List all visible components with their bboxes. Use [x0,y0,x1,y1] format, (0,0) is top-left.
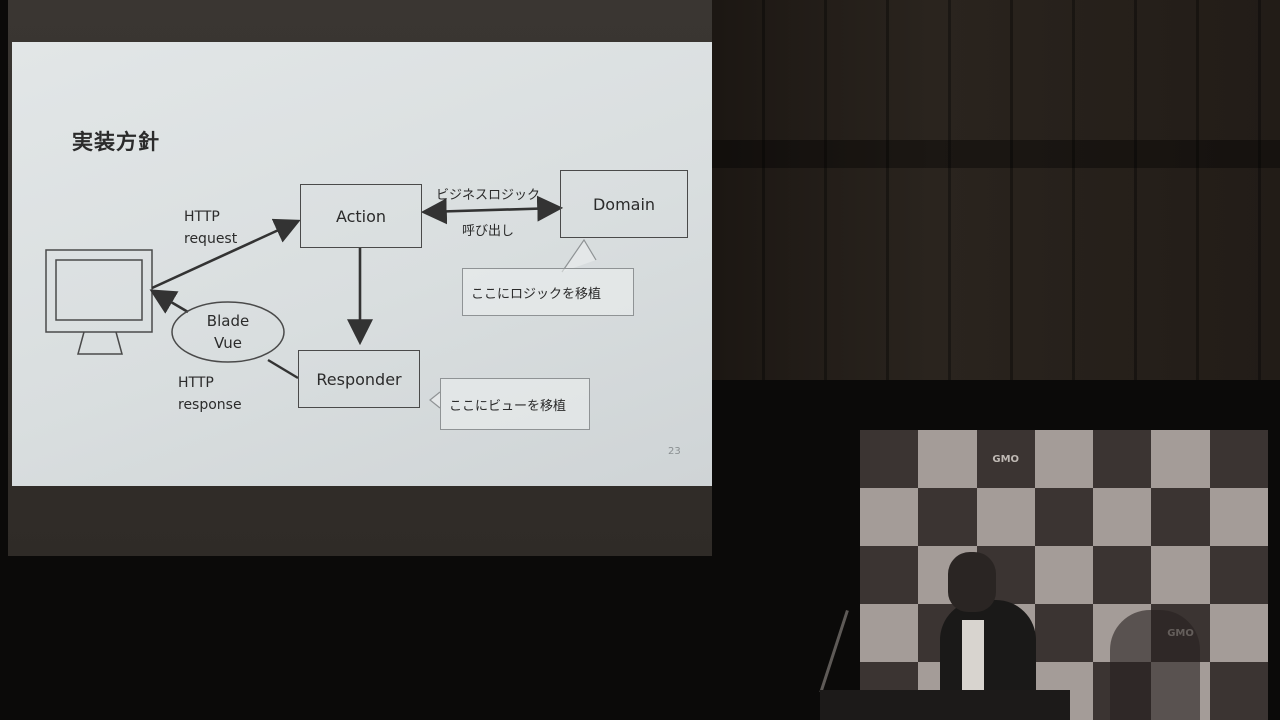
backdrop-tile [1093,430,1152,488]
view-note-text: ここにビューを移植 [449,398,567,414]
view-note: ここにビューを移植 [440,378,590,430]
speaker-shirt [962,620,984,700]
backdrop-tile [1034,430,1094,488]
backdrop-tile [1209,488,1268,546]
wall-band [700,140,1280,168]
arrow-action-domain [420,195,564,225]
backdrop-tile [860,430,919,488]
backdrop-tile [1093,488,1152,546]
backdrop-tile [860,604,919,662]
backdrop-tile [1209,546,1268,604]
backdrop-tile [860,546,919,604]
http-request-line2: request [184,231,238,247]
http-response-line2: response [178,397,242,413]
business-logic-line1: ビジネスロジック [436,188,541,203]
line-responder-to-blade [267,358,299,380]
backdrop-tile [1034,604,1094,662]
architecture-diagram [45,195,597,409]
logic-note-text: ここにロジックを移植 [471,286,602,302]
blade-vue-ellipse [171,301,285,363]
logic-note-tail [561,238,597,273]
audience-silhouette [1110,610,1200,720]
domain-box: Domain [560,170,688,238]
backdrop-tile [1093,546,1152,604]
monitor-icon [45,249,153,355]
podium [820,690,1070,720]
domain-label: Domain [592,194,656,214]
slide-page-number: 23 [668,446,681,457]
business-logic-line2: 呼び出し [462,224,515,239]
microphone-stand [819,610,849,693]
action-label: Action [335,206,387,226]
action-box: Action [300,184,422,248]
backdrop-tile [1151,488,1210,546]
back-wall [700,0,1280,380]
http-response-label: HTTP response [178,372,242,416]
slide-title: 実装方針 [72,130,160,154]
backdrop-tile [1151,546,1210,604]
arrow-monitor-to-action [151,218,301,290]
backdrop-tile [976,488,1035,546]
backdrop-tile [1209,662,1268,720]
speaker-head [948,552,996,612]
responder-box: Responder [298,350,420,408]
brand-logo: GMO [992,453,1020,465]
http-response-line1: HTTP [178,375,214,391]
blade-text: Blade [206,312,250,330]
backdrop-tile [1209,604,1268,662]
backdrop-tile [1151,430,1210,488]
responder-label: Responder [316,369,402,389]
blade-vue-label: Blade Vue [202,310,254,354]
backdrop-tile [1209,430,1268,488]
wall-panels [700,0,1280,380]
slide: 実装方針 [12,42,712,486]
view-note-tail [429,391,441,409]
business-logic-label: ビジネスロジック 呼び出し [436,178,540,250]
logic-note: ここにロジックを移植 [462,268,634,316]
http-request-label: HTTP request [184,206,237,250]
http-request-line1: HTTP [184,209,220,225]
backdrop-tile [860,488,919,546]
backdrop-tile [918,488,977,546]
backdrop-tile [1034,546,1094,604]
sponsor-backdrop: GMO GMO [860,430,1268,720]
backdrop-tile [918,430,977,488]
vue-text: Vue [214,334,242,352]
backdrop-tile [1034,488,1094,546]
backdrop-brand-tile: GMO [976,430,1035,488]
arrow-blade-to-monitor [149,289,189,314]
